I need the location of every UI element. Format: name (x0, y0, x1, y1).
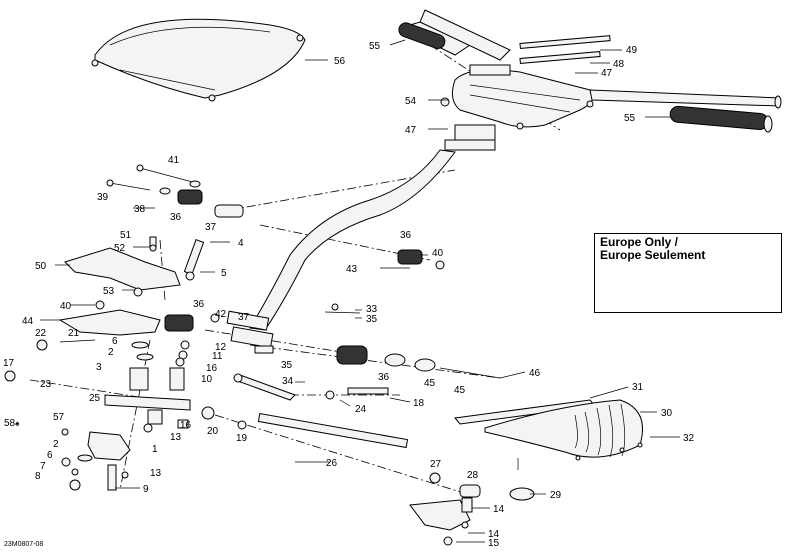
callout-50: 50 (35, 261, 47, 272)
callout-45b: 45 (454, 385, 466, 396)
callout-26: 26 (326, 458, 338, 469)
callout-22: 22 (35, 328, 47, 339)
tie-rods (233, 303, 501, 484)
callout-5: 5 (221, 268, 227, 279)
callout-57: 57 (53, 412, 65, 423)
callout-43: 43 (346, 264, 358, 275)
callout-16b: 16 (180, 420, 192, 431)
callout-36c: 36 (193, 299, 205, 310)
callout-31: 31 (632, 382, 644, 393)
upper-brackets (95, 164, 445, 332)
drawing-code: 23M0807-08 (4, 541, 44, 548)
callout-40: 40 (432, 248, 444, 259)
inset-title: Europe Only / Europe Seulement (600, 236, 705, 262)
special-mark-icon: ♠ (15, 419, 20, 428)
inset-title-line1: Europe Only / (600, 235, 679, 249)
steering-column (226, 149, 456, 349)
callout-55b: 55 (624, 113, 636, 124)
callout-33: 33 (366, 304, 378, 315)
callout-47b: 47 (405, 125, 417, 136)
callout-15: 15 (488, 538, 500, 549)
callout-41: 41 (168, 155, 180, 166)
callout-35b: 35 (281, 360, 293, 371)
callout-28: 28 (467, 470, 479, 481)
callout-14b: 14 (488, 529, 500, 540)
callout-37: 37 (205, 222, 217, 233)
callout-17: 17 (3, 358, 15, 369)
callout-53: 53 (103, 286, 115, 297)
callout-10: 10 (201, 374, 213, 385)
left-column-parts (4, 339, 247, 491)
mounting-plates (58, 236, 205, 336)
callout-7: 7 (40, 461, 46, 472)
callout-11: 11 (212, 351, 223, 362)
callout-1: 1 (152, 444, 158, 455)
callout-18: 18 (413, 398, 425, 409)
callout-27: 27 (430, 459, 442, 470)
callout-44: 44 (22, 316, 34, 327)
callout-35: 35 (366, 314, 378, 325)
callout-6b: 6 (47, 450, 53, 461)
callout-23: 23 (40, 379, 52, 390)
callout-13: 13 (170, 432, 182, 443)
callout-54: 54 (405, 96, 417, 107)
callout-24: 24 (355, 404, 367, 415)
ski-runner-assembly (454, 399, 643, 470)
steering-arm (409, 484, 535, 546)
callout-40b: 40 (60, 301, 72, 312)
callout-12: 12 (215, 342, 227, 353)
callout-48: 48 (613, 59, 625, 70)
callout-56: 56 (334, 56, 346, 67)
callout-8: 8 (35, 471, 41, 482)
europe-inset-box (594, 233, 782, 313)
callout-25: 25 (89, 393, 101, 404)
callout-20: 20 (207, 426, 219, 437)
callout-14: 14 (493, 504, 505, 515)
callout-55: 55 (369, 41, 381, 52)
callout-21: 21 (68, 328, 80, 339)
callout-9: 9 (143, 484, 149, 495)
callout-13b: 13 (150, 468, 162, 479)
callout-42: 42 (215, 309, 227, 320)
callout-38: 38 (134, 204, 146, 215)
windshield (91, 18, 306, 102)
inset-title-line2: Europe Seulement (600, 248, 706, 262)
handlebar-assembly (398, 9, 782, 151)
callout-45: 45 (424, 378, 436, 389)
callout-36: 36 (170, 212, 182, 223)
callout-29: 29 (550, 490, 562, 501)
callout-3: 3 (96, 362, 102, 373)
callout-30: 30 (661, 408, 673, 419)
callout-39: 39 (97, 192, 109, 203)
callout-46: 46 (529, 368, 541, 379)
callout-16: 16 (206, 363, 218, 374)
callout-labels: 56 55 49 48 47 54 47 55 41 39 38 36 37 5… (3, 41, 764, 549)
callout-4: 4 (238, 238, 244, 249)
callout-34: 34 (282, 376, 294, 387)
callout-37b: 37 (238, 312, 250, 323)
callout-49: 49 (626, 45, 638, 56)
callout-51: 51 (120, 230, 132, 241)
callout-2: 2 (108, 347, 114, 358)
callout-19: 19 (236, 433, 248, 444)
callout-58: 58♠ (4, 418, 20, 429)
callout-32: 32 (683, 433, 695, 444)
callout-52: 52 (114, 243, 126, 254)
callout-36d: 36 (378, 372, 390, 383)
callout-36b: 36 (400, 230, 412, 241)
callout-6: 6 (112, 336, 118, 347)
callout-2b: 2 (53, 439, 59, 450)
callout-47: 47 (601, 68, 613, 79)
